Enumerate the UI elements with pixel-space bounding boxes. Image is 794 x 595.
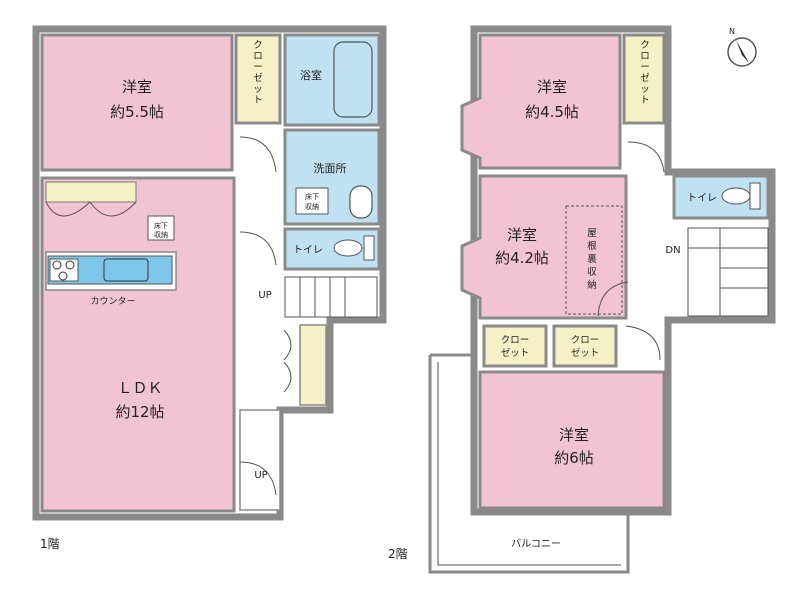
attic-label: 屋 根 裏 収 納 [587, 228, 597, 291]
toilet-tank-1f [363, 235, 375, 261]
bath-label: 浴室 [300, 68, 322, 82]
hall-1f [240, 130, 280, 316]
compass-needle [736, 40, 749, 63]
closet-char: ト [640, 95, 650, 106]
room-western-1f [40, 33, 234, 172]
attic-char: 裏 [587, 253, 597, 265]
toilet-tank-2f [749, 182, 761, 210]
room-name-5.5: 洋室 [122, 78, 152, 96]
door-swing [239, 136, 277, 173]
attic-hatch [597, 281, 629, 317]
room-name-6: 洋室 [559, 426, 589, 444]
closet-2f-b [482, 324, 548, 368]
stairs-1f [284, 276, 378, 318]
closet-2f-a [622, 33, 666, 125]
floor1-plan [32, 25, 387, 521]
compass [727, 37, 757, 67]
down-label: DN [665, 245, 680, 256]
stairs-2f [687, 227, 769, 317]
cabinet-doors [45, 201, 137, 217]
attic-char: 根 [587, 240, 597, 252]
closet-2f-c [552, 324, 618, 368]
entrance [239, 409, 281, 511]
floor2-plan [428, 25, 776, 574]
closet-char: ク [640, 40, 650, 51]
up-label: UP [254, 470, 267, 481]
floor-storage-label: 床下 [154, 221, 168, 230]
closet-label-1f: ク ロ ー ゼ ッ ト [253, 40, 263, 106]
balcony-label: バルコニー [511, 538, 561, 550]
room-ldk [40, 176, 236, 513]
room-size-4.2: 約4.2帖 [495, 249, 549, 267]
balcony-inner-rail [437, 362, 621, 566]
washroom-storage-label: 床下 [305, 192, 319, 201]
floor-storage-label: 収納 [154, 230, 168, 239]
closet-char: ト [253, 95, 263, 106]
room-size-6: 約6帖 [554, 449, 594, 467]
burner-icon [58, 271, 68, 281]
washroom-storage-box [295, 187, 329, 215]
closet-label-2f-a: ク ロ ー ゼ ッ ト [640, 40, 650, 106]
bathtub [333, 41, 373, 118]
door-swing [627, 141, 665, 173]
closet-char: ッ [640, 84, 650, 95]
closet-label-2f-c: クロー [571, 335, 600, 346]
ldk-name: ＬＤＫ [117, 379, 162, 397]
toilet-label-1f: トイレ [293, 245, 323, 256]
toilet-label-2f: トイレ [687, 193, 717, 204]
up-label: UP [258, 290, 271, 301]
door-swing [239, 231, 277, 266]
under-stairs-storage [299, 324, 327, 406]
closet-char: ク [253, 40, 263, 51]
ldk-size: 約12帖 [115, 403, 164, 421]
compass-north-label: N [729, 27, 735, 36]
floor2-label: 2階 [388, 546, 408, 561]
toilet-1f [283, 227, 381, 271]
attic-char: 屋 [587, 228, 597, 239]
door-swing [625, 325, 661, 361]
burner-icon [65, 260, 75, 270]
closet-char: ロ [640, 51, 650, 62]
closet-label-2f-c: ゼット [571, 347, 600, 359]
room-size-5.5: 約5.5帖 [110, 103, 164, 121]
attic-char: 納 [587, 279, 597, 291]
toilet-bowl-2f [721, 187, 751, 205]
storage-doors [283, 329, 292, 393]
closet-label-2f-b: クロー [501, 335, 530, 346]
room-size-4.5: 約4.5帖 [525, 103, 579, 121]
room-western-6 [478, 370, 666, 510]
attic-char: 収 [587, 266, 597, 278]
closet-char: ゼ [640, 72, 650, 84]
attic-storage [565, 205, 623, 315]
closet-char: ッ [253, 84, 263, 95]
kitchen-cabinet [45, 181, 137, 203]
toilet-bowl-1f [333, 239, 363, 257]
floor1-label: 1階 [40, 536, 60, 551]
door-swing [239, 461, 277, 496]
washroom-label: 洗面所 [314, 162, 347, 175]
closet-char: ー [253, 62, 263, 73]
stove-icon [49, 258, 79, 282]
closet-1f [234, 33, 282, 125]
closet-label-2f-b: ゼット [501, 347, 530, 359]
wash-basin [349, 185, 373, 219]
sink-icon [103, 258, 149, 282]
counter-label: カウンター [90, 296, 135, 307]
floor-storage-box [147, 215, 175, 241]
burner-icon [52, 260, 62, 270]
room-name-4.2: 洋室 [507, 226, 537, 244]
room-western-4.5 [460, 33, 622, 170]
washroom-storage-label: 収納 [305, 202, 319, 211]
closet-char: ゼ [253, 72, 263, 84]
closet-char: ー [640, 62, 650, 73]
room-name-4.5: 洋室 [537, 78, 567, 96]
closet-char: ロ [253, 51, 263, 62]
